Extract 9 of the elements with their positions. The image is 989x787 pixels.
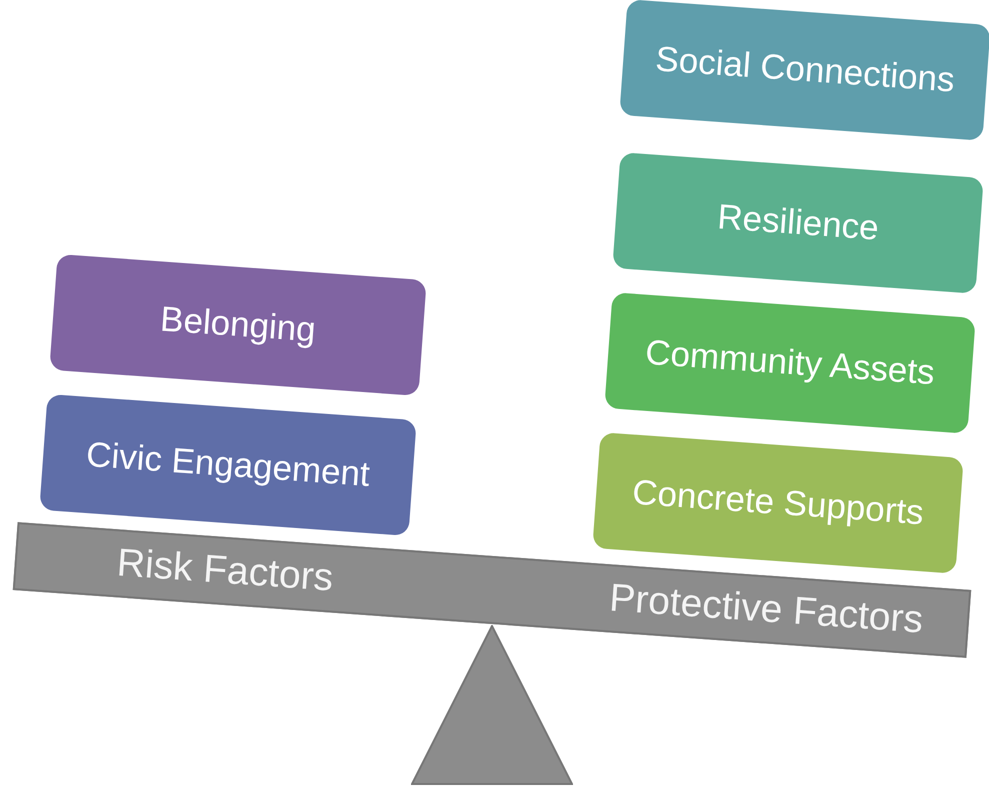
- factor-label: Community Assets: [644, 332, 936, 394]
- factor-label: Social Connections: [654, 39, 956, 101]
- factor-label: Resilience: [716, 197, 880, 249]
- fulcrum-triangle: [412, 626, 572, 784]
- factor-label: Concrete Supports: [631, 472, 925, 534]
- beam-label: Protective Factors: [608, 576, 924, 643]
- factor-label: Civic Engagement: [84, 434, 372, 496]
- factor-label: Belonging: [158, 300, 318, 350]
- beam-label: Risk Factors: [115, 541, 335, 601]
